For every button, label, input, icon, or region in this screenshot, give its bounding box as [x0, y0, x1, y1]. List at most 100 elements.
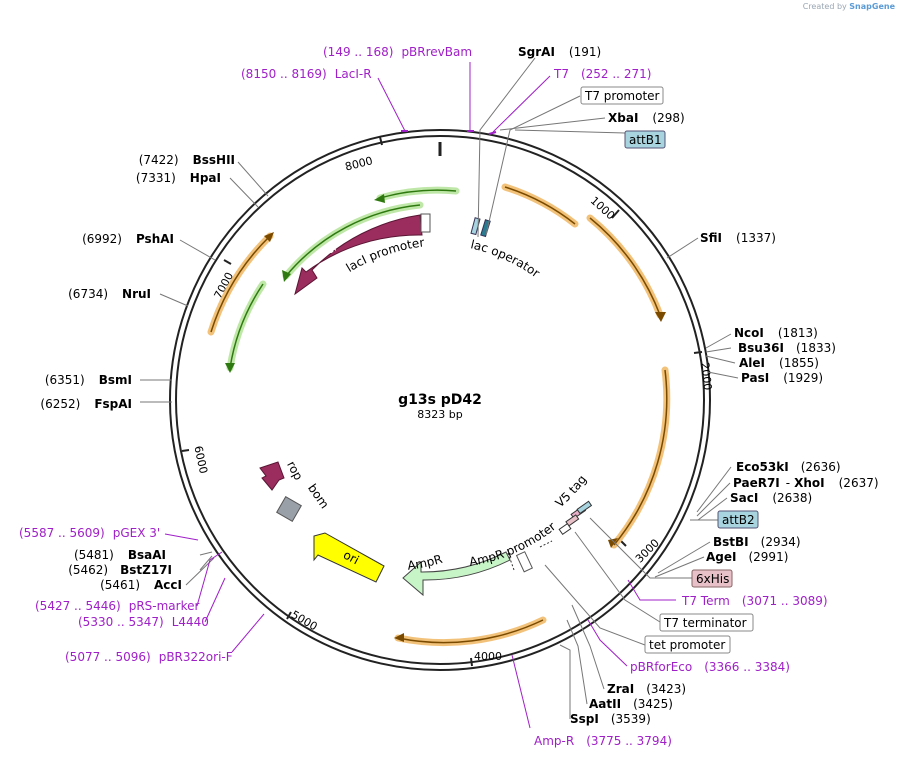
tick-label-2000: 2000: [698, 362, 714, 391]
enzyme-bsaai-pos: (5481): [74, 548, 114, 562]
lead-t7-terminator: [574, 531, 661, 623]
ori-label: ori: [341, 548, 361, 568]
enzyme-saci-name: SacI: [730, 491, 758, 505]
orange-arrowhead-5: [264, 232, 274, 242]
ampr-dash: [507, 552, 515, 571]
rop-arrow: [259, 461, 285, 491]
primer-prs-marker-range: (5427 .. 5446): [35, 599, 121, 613]
tick-label-6000: 6000: [191, 445, 210, 475]
enzyme-alei: AleI(1855): [739, 356, 819, 370]
lead-sgrai: [477, 57, 536, 238]
primer-pbr322ori-f-range: (5077 .. 5096): [65, 650, 151, 664]
attb2-box: [717, 510, 759, 529]
orange-arc-1-core: [504, 186, 576, 225]
6xhis-box: [691, 569, 733, 588]
attb1-box: [624, 130, 666, 149]
lac-operator-label: lac operator: [469, 237, 542, 280]
green-arc-3: [226, 280, 267, 372]
v5-box-2: [576, 500, 593, 515]
tick-label-8000: 8000: [344, 154, 374, 173]
enzyme-pasi-name: PasI: [741, 371, 769, 385]
plasmid-name: g13s pD42: [398, 392, 482, 408]
lead-pbr322ori-f: [231, 613, 265, 653]
rop-bom-ori: rop bom ori: [259, 459, 385, 583]
enzyme-acci-pos: (5461): [100, 578, 140, 592]
enzyme-eco53ki: Eco53kI (2636): [736, 460, 841, 474]
enzyme-zrai-pos: (3423): [646, 682, 686, 696]
lead-laci-r: [377, 77, 406, 132]
primer-l4440: (5330 .. 5347)L4440: [78, 615, 209, 629]
ampr-label-text: AmpR: [407, 552, 444, 573]
primer-amp-r-name: Amp-R: [534, 734, 574, 748]
lead-zrai: [571, 604, 605, 690]
laci-arrow: [294, 214, 423, 296]
plasmid-size: 8323 bp: [417, 408, 462, 421]
tick-7000: [223, 259, 232, 265]
primer-pbrrevbam-name: pBRrevBam: [401, 45, 472, 59]
green-features: [225, 186, 460, 373]
tick-8000: [379, 136, 383, 146]
lead-6xhis: [589, 517, 692, 579]
green-arrowhead-3: [225, 363, 235, 373]
enzyme-xbai-name: XbaI: [608, 111, 638, 125]
enzyme-eco53ki-pos: (2636): [801, 460, 841, 474]
enzyme-hpai-name: HpaI: [190, 171, 221, 185]
primer-prs-marker: (5427 .. 5446) pRS-marker: [35, 599, 199, 613]
enzyme-nrui-name: NruI: [122, 287, 151, 301]
enzyme-nrui: (6734)NruI: [68, 287, 151, 301]
enzyme-xbai-pos: (298): [652, 111, 684, 125]
lead-hpai: [229, 177, 259, 208]
enzyme-sgrai-name: SgrAI: [518, 45, 555, 59]
orange-arc-4: [394, 616, 547, 647]
bom-box: [276, 496, 302, 522]
lead-pgex3: [164, 533, 199, 541]
primer-laci-r-name: LacI-R: [335, 67, 372, 81]
enzyme-paer7i-name: PaeR7I: [733, 476, 780, 490]
enzyme-ncoi-pos: (1813): [778, 326, 818, 340]
ampr-feature: AmpR AmpR promoter: [402, 519, 558, 597]
enzyme-acci: (5461)AccI: [100, 578, 182, 592]
green-arrowhead-2: [282, 270, 291, 282]
primer-laci-r: (8150 .. 8169)LacI-R: [241, 67, 372, 81]
lead-alei: [705, 355, 736, 364]
mark-t7: [488, 131, 497, 135]
tick-6000: [181, 449, 190, 452]
enzyme-bsu36i: Bsu36I(1833): [738, 341, 836, 355]
t7-promoter-label: T7 promoter: [584, 89, 660, 103]
primer-pbr322ori-f-name: pBR322ori-F: [159, 650, 233, 664]
tick-2000: [693, 351, 703, 354]
lac-operator-label-text: lac operator: [469, 237, 542, 280]
primer-t7-term-name: T7 Term: [681, 594, 730, 608]
lead-saci: [697, 497, 728, 521]
primer-pbrforeco-name: pBRforEco: [630, 660, 692, 674]
enzyme-eco53ki-name: Eco53kI: [736, 460, 789, 474]
primer-pgex3-name: pGEX 3': [113, 526, 160, 540]
tick-4000: [470, 657, 473, 667]
tet-promoter-label: tet promoter: [649, 638, 725, 652]
enzyme-fspai-name: FspAI: [94, 397, 132, 411]
enzyme-sgrai: SgrAI(191): [518, 45, 601, 59]
enzyme-pasi: PasI(1929): [741, 371, 823, 385]
lead-xbai: [499, 117, 606, 131]
lead-aatii: [566, 619, 588, 705]
primer-pbrforeco: pBRforEco(3366 .. 3384): [630, 660, 790, 674]
enzyme-bstz17i-name: BstZ17I: [120, 563, 172, 577]
primer-labels: (149 .. 168)pBRrevBam (8150 .. 8169)LacI…: [19, 45, 828, 748]
lead-agei: [654, 556, 705, 578]
credit-brand: SnapGene: [849, 2, 895, 11]
enzyme-bsshii-pos: (7422): [139, 153, 179, 167]
lead-l4440: [204, 577, 226, 623]
tick-label-5000: 5000: [289, 608, 320, 633]
green-arc-2-core: [285, 204, 421, 277]
enzyme-bsaai-name: BsaAI: [128, 548, 166, 562]
tick-label-4000: 4000: [474, 650, 502, 663]
enzyme-aatii-name: AatII: [589, 697, 621, 711]
orange-arc-1: [501, 183, 579, 228]
primer-t7-term-range: (3071 .. 3089): [742, 594, 828, 608]
enzyme-sfii-pos: (1337): [736, 231, 776, 245]
backbone-inner-ring: [175, 135, 705, 665]
lac-operator-feature: lac operator: [469, 217, 542, 280]
enzyme-bsu36i-name: Bsu36I: [738, 341, 784, 355]
primer-prs-marker-name: pRS-marker: [129, 599, 200, 613]
